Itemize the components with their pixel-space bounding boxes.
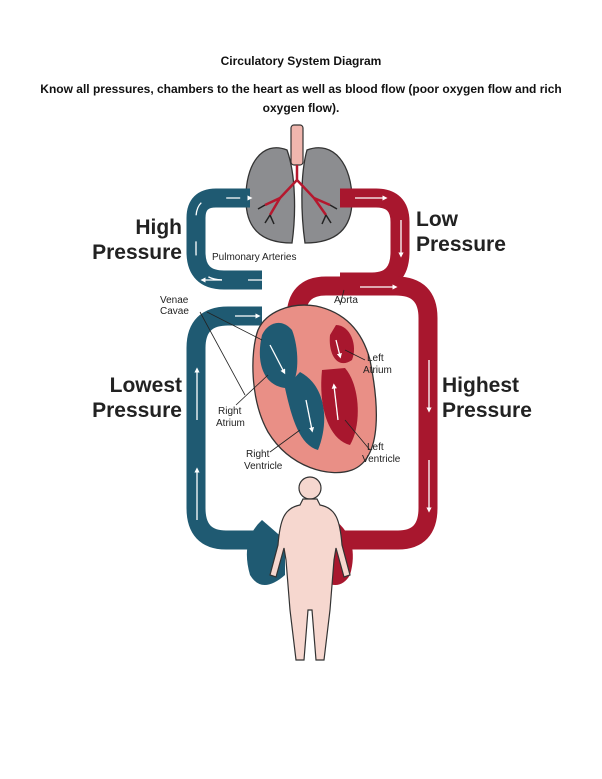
label-left-atrium-1: Left	[367, 353, 384, 364]
label-high-pressure: Pressure	[92, 241, 182, 264]
label-right-ventricle-2: Ventricle	[244, 461, 283, 472]
bronchi	[264, 165, 331, 216]
leader-lines	[199, 289, 371, 453]
label-lowest: Lowest	[110, 374, 182, 397]
label-cavae: Cavae	[160, 306, 189, 317]
label-low: Low	[416, 208, 459, 231]
venae-cavae-loop	[186, 306, 262, 550]
label-highest-pressure: Pressure	[442, 399, 532, 422]
left-atrium-shape	[329, 325, 355, 364]
label-left-ventricle-1: Left	[367, 442, 384, 453]
body-silhouette	[269, 498, 351, 661]
label-lowest-pressure: Pressure	[92, 399, 182, 422]
right-lung-shape	[301, 147, 353, 244]
label-left-atrium-2: Atrium	[363, 365, 392, 376]
label-high: High	[135, 216, 182, 239]
label-highest: Highest	[442, 374, 519, 397]
page-subtitle: Know all pressures, chambers to the hear…	[40, 82, 562, 115]
labels: High Pressure Low Pressure Lowest Pressu…	[92, 208, 532, 472]
label-low-pressure: Pressure	[416, 233, 506, 256]
human-body	[269, 476, 351, 661]
label-aorta: Aorta	[334, 295, 358, 306]
label-venae: Venae	[160, 295, 189, 306]
left-ventricle-shape	[321, 368, 358, 445]
label-left-ventricle-2: Ventricle	[362, 454, 401, 465]
label-right-atrium-1: Right	[218, 406, 242, 417]
lungs	[245, 124, 353, 244]
right-ventricle-shape	[285, 372, 325, 450]
label-right-atrium-2: Atrium	[216, 418, 245, 429]
heart	[252, 304, 378, 474]
head	[298, 476, 322, 500]
label-pulmonary-arteries: Pulmonary Arteries	[212, 252, 296, 263]
trachea	[290, 124, 304, 166]
label-right-ventricle-1: Right	[246, 449, 270, 460]
left-lung-shape	[245, 147, 296, 244]
oxygen-poor-vessels	[186, 188, 285, 585]
page-title: Circulatory System Diagram	[220, 54, 382, 68]
aorta-loop	[286, 276, 438, 550]
bronchioles	[257, 204, 338, 225]
right-atrium-shape	[259, 322, 298, 388]
